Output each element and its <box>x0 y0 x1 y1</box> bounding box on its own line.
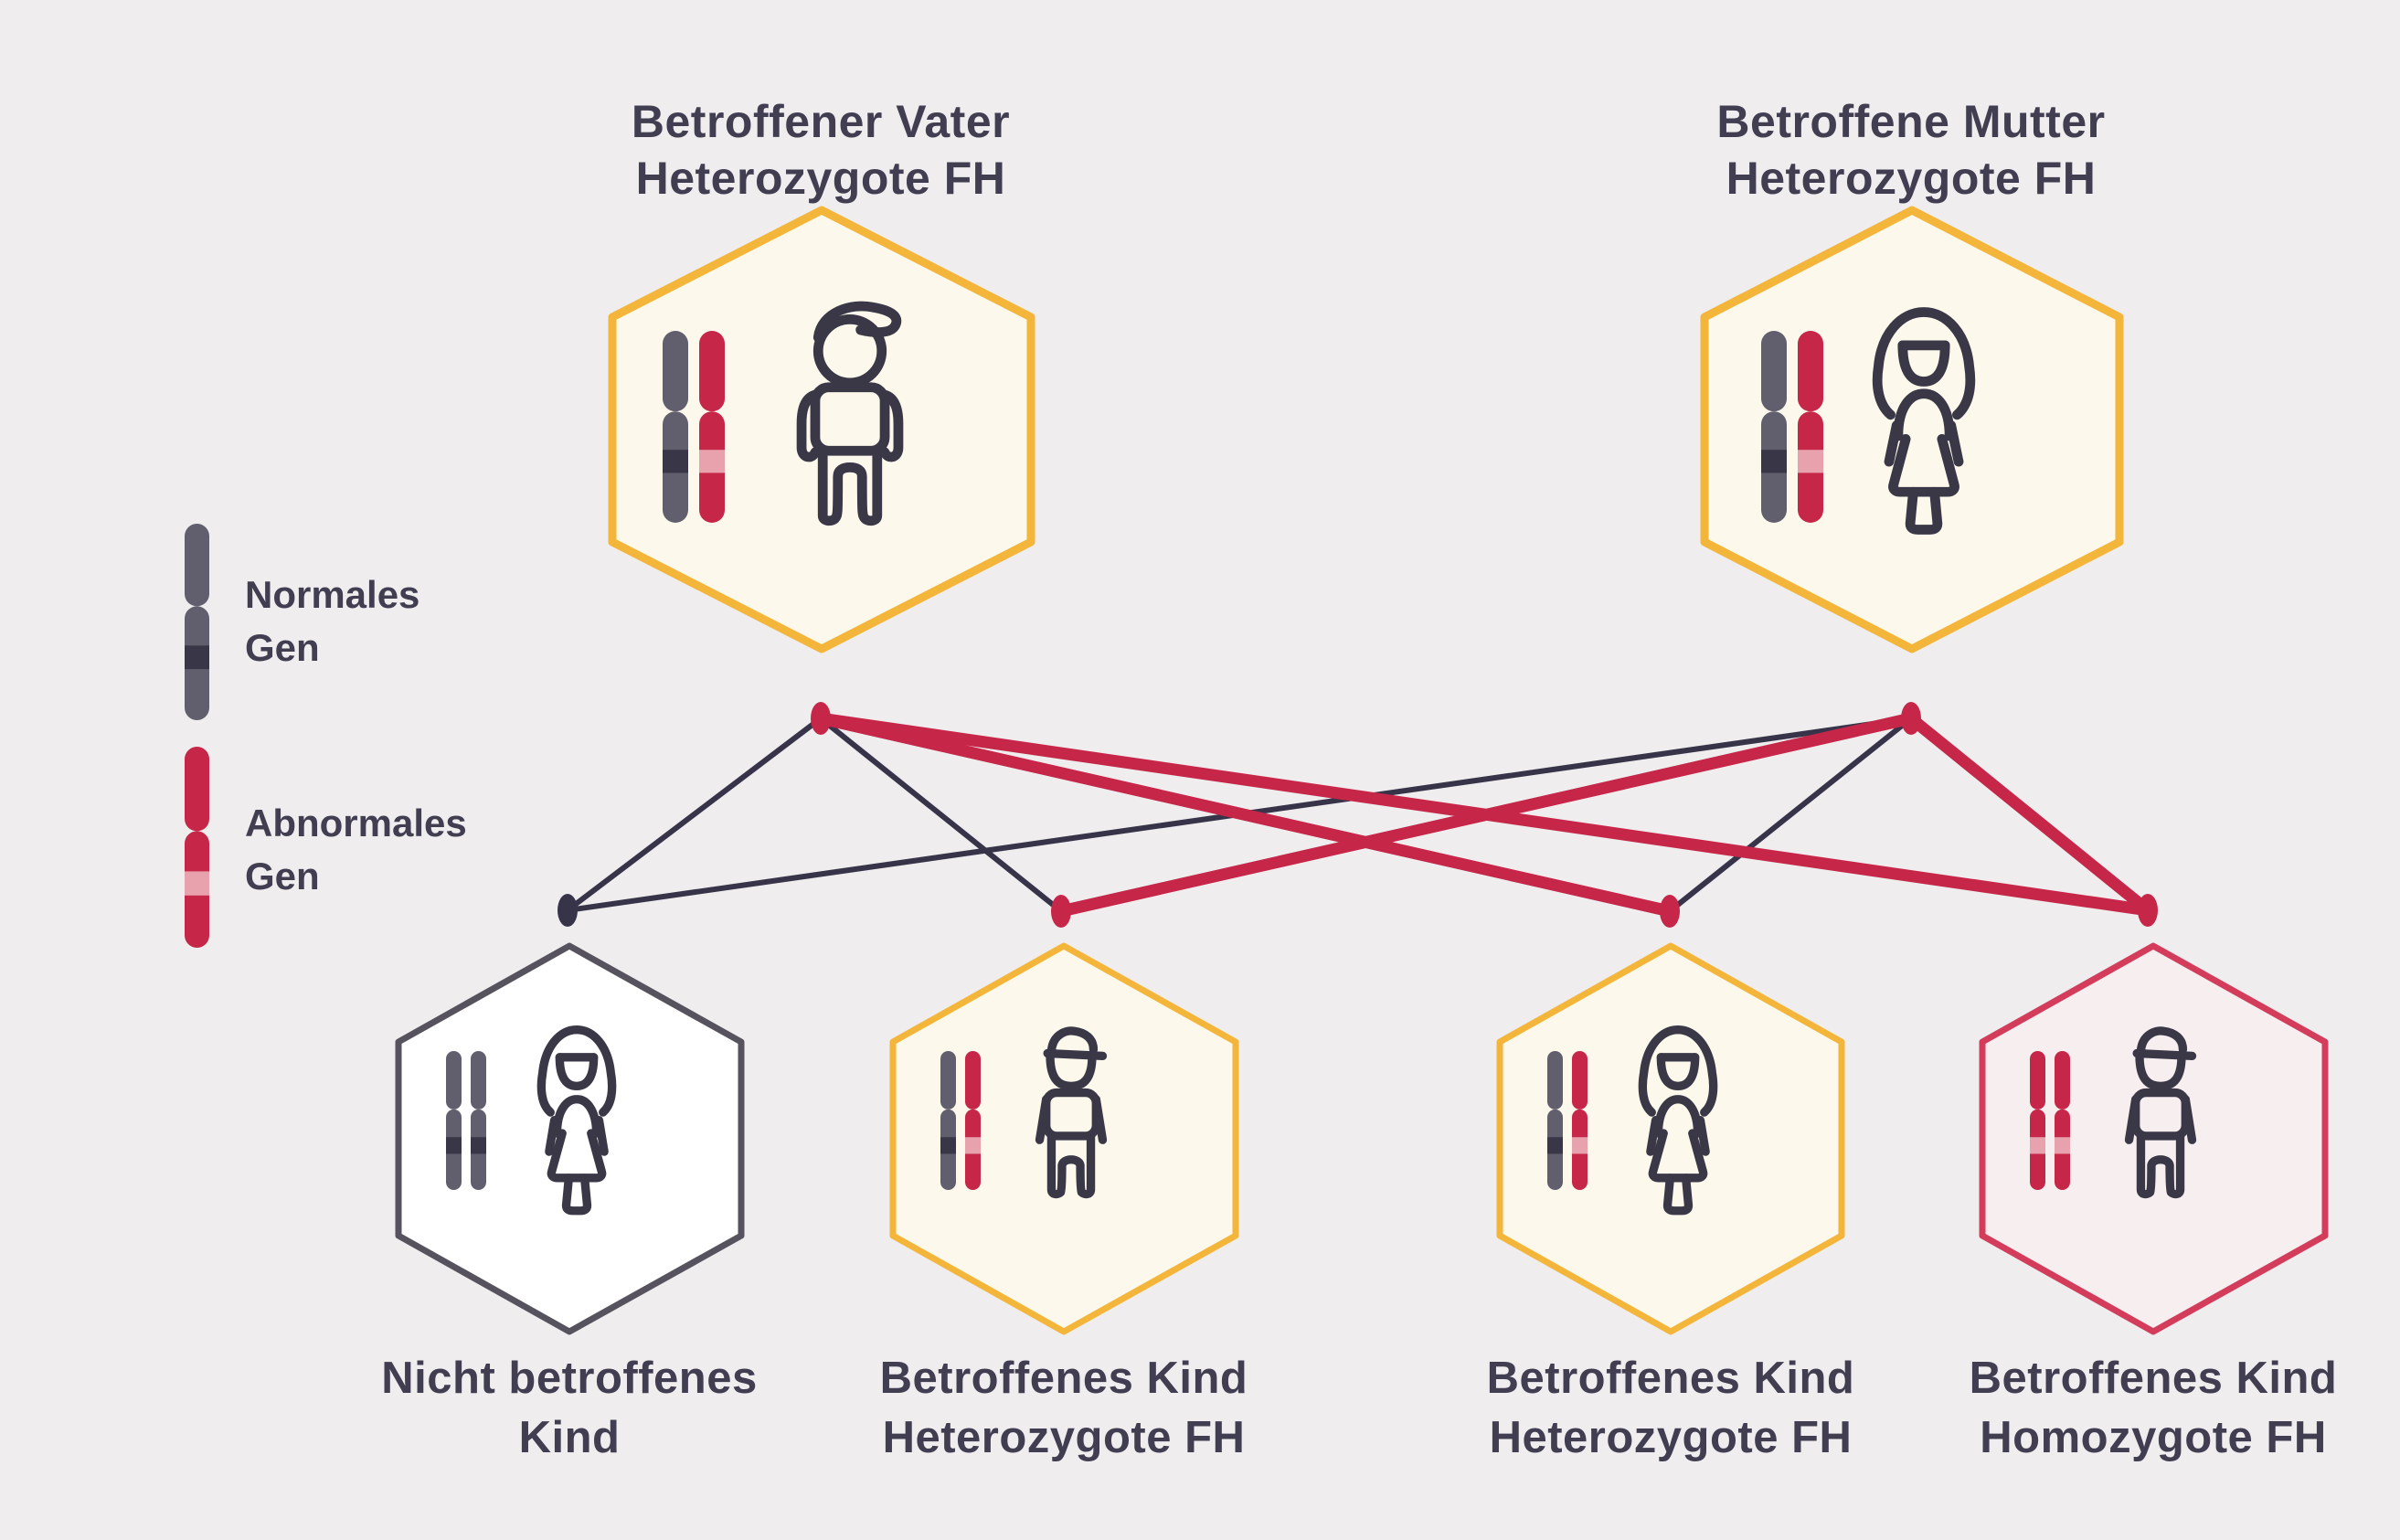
legend-abnormal-line2: Gen <box>245 855 320 897</box>
legend-normal-line1: Normales <box>245 573 420 616</box>
mother-title: Betroffene Mutter Heterozygote FH <box>1609 93 2213 207</box>
child-3-label-line1: Betroffenes Kind <box>1486 1354 1855 1403</box>
child-1-chromosome-normal <box>446 1051 462 1190</box>
child-1-label-line1: Nicht betroffenes <box>381 1354 758 1403</box>
child-2-label-line1: Betroffenes Kind <box>879 1354 1248 1403</box>
mother-title-line2: Heterozygote FH <box>1726 153 2097 204</box>
hexagon-child-unaffected <box>395 942 745 1335</box>
connection-dots <box>558 702 2158 928</box>
mother-chromosome-normal <box>1761 331 1787 523</box>
child-4-label-line2: Homozygote FH <box>1980 1413 2327 1462</box>
child-2-label-line2: Heterozygote FH <box>882 1413 1246 1462</box>
gene-line-abnormal-mother-child-2 <box>1059 712 1913 918</box>
father-chromosome-abnormal <box>699 331 725 523</box>
father-title-line1: Betroffener Vater <box>631 96 1011 147</box>
mother-title-line1: Betroffene Mutter <box>1716 96 2106 147</box>
child-2-chromosome-abnormal <box>965 1051 981 1190</box>
mother-chromosome-abnormal <box>1798 331 1823 523</box>
child-2-label: Betroffenes Kind Heterozygote FH <box>790 1349 1338 1468</box>
connection-dot-child-2 <box>1051 895 1071 928</box>
father-chromosome-normal <box>663 331 688 523</box>
child-1-chromosome-normal <box>471 1051 486 1190</box>
legend-abnormal-chromosome <box>185 747 209 948</box>
gene-line-normal-father-child-2 <box>819 716 1063 914</box>
gene-line-normal-mother-child-3 <box>1668 716 1913 914</box>
legend-abnormal-line1: Abnormales <box>245 802 467 844</box>
hexagon-mother <box>1700 206 2124 653</box>
connection-dot-mother <box>1901 702 1921 735</box>
connection-dot-child-1 <box>558 894 578 927</box>
connection-dot-father <box>811 702 831 735</box>
child-3-chromosome-abnormal <box>1572 1051 1588 1190</box>
gene-line-normal-father-child-1 <box>566 716 823 913</box>
connection-dot-child-4 <box>2138 894 2158 927</box>
gene-line-abnormal-mother-child-4 <box>1906 713 2152 916</box>
child-4-label: Betroffenes Kind Homozygote FH <box>1879 1349 2400 1468</box>
child-4-chromosome-abnormal <box>2030 1051 2045 1190</box>
legend-normal-line2: Gen <box>245 626 320 669</box>
gene-line-abnormal-father-child-3 <box>819 712 1672 918</box>
father-title: Betroffener Vater Heterozygote FH <box>519 93 1122 207</box>
child-3-label-line2: Heterozygote FH <box>1489 1413 1853 1462</box>
father-title-line2: Heterozygote FH <box>635 153 1006 204</box>
child-2-chromosome-normal <box>940 1051 956 1190</box>
chromosome-glyphs <box>185 331 2070 1190</box>
legend-normal-chromosome <box>185 524 209 720</box>
inheritance-lines <box>566 712 2152 918</box>
child-1-label: Nicht betroffenes Kind <box>295 1349 844 1468</box>
hexagon-father <box>608 206 1035 653</box>
child-4-label-line1: Betroffenes Kind <box>1969 1354 2338 1403</box>
legend-normal-gene-label: Normales Gen <box>245 568 629 674</box>
child-3-chromosome-normal <box>1547 1051 1563 1190</box>
legend-abnormal-gene-label: Abnormales Gen <box>245 797 629 903</box>
child-3-label: Betroffenes Kind Heterozygote FH <box>1396 1349 1945 1468</box>
child-1-label-line2: Kind <box>518 1413 621 1462</box>
connection-dot-child-3 <box>1660 895 1680 928</box>
hexagon-child-heterozygous-2 <box>1496 942 1845 1335</box>
child-4-chromosome-abnormal <box>2055 1051 2070 1190</box>
